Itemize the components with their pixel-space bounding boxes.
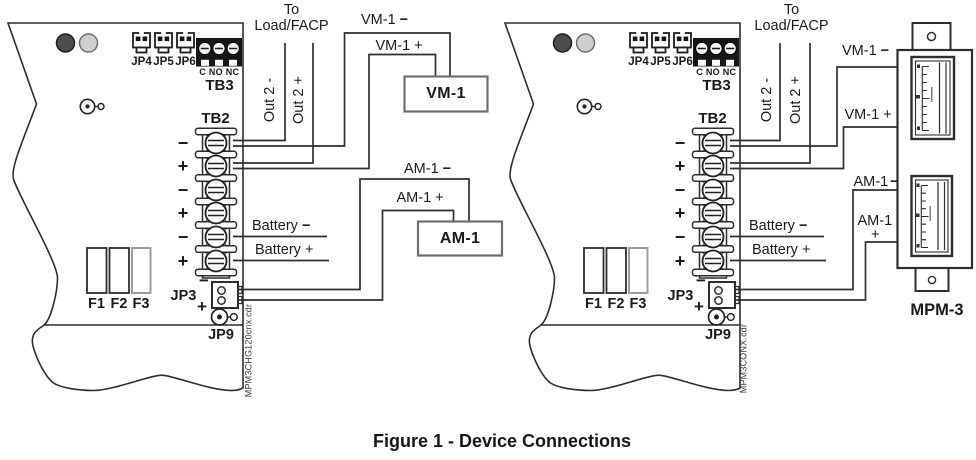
mpm3-device [896,22,974,292]
out2-plus-label: Out 2 + [788,76,804,124]
file-note: MPM3CONX.cdr [738,323,749,393]
wire-out2-minus [233,43,286,142]
to-load-line1: To [283,1,300,18]
jp3-plus: + [197,297,207,316]
am1-plus-label-line2: + [871,227,880,243]
terminal-sign: − [674,180,686,200]
mpm3-bottom-hole [927,275,937,285]
jp4-label: JP4 [628,55,649,68]
mpm3-top-hole [926,31,937,42]
jp9-label: JP9 [705,326,731,343]
wire-vm1-plus [233,53,437,170]
terminal-sign: + [177,251,189,271]
jp6-label: JP6 [672,55,693,68]
terminal-sign: − [674,227,686,247]
jp3-label: JP3 [667,287,694,304]
to-load-line2: Load/FACP [254,17,329,34]
figure-caption: Figure 1 - Device Connections [372,430,632,451]
am1-minus-label: AM-1− [853,173,899,190]
terminal-sign: + [674,251,686,271]
tb3-contacts-label: C NO NC [199,67,240,77]
ammeter [910,174,954,258]
vm1-minus-label: VM-1− [842,42,890,59]
jp5-label: JP5 [153,55,174,68]
battery-minus-label: Battery− [252,218,311,234]
am1-minus-label: AM-1− [404,161,452,177]
vm1-minus-label: VM-1− [361,11,409,28]
file-note: MPM3CHG120cnx.cdr [243,303,254,398]
f3-label: F3 [132,295,150,312]
tb3-label: TB3 [205,77,234,94]
terminal-sign: + [177,203,189,223]
jp6-label: JP6 [175,55,196,68]
wire-out2-minus [730,43,781,142]
wire-am1-minus [238,178,470,291]
wire-vm1-minus [233,32,451,147]
vm1-device-box [403,75,489,113]
jp4-label: JP4 [131,55,152,68]
voltmeter [910,55,956,141]
jp3-plus: + [694,297,704,316]
wire-vm1-plus [730,126,898,170]
am1-device-box [416,220,504,257]
terminal-sign: − [177,180,189,200]
to-load-line2: Load/FACP [754,17,829,34]
tb3-label: TB3 [702,77,731,94]
mpm3-label: MPM-3 [910,300,964,319]
out2-minus-label: Out 2 - [759,77,775,123]
wire-am1-plus [238,209,455,301]
out2-minus-label: Out 2 - [262,77,278,123]
terminal-sign: + [674,203,686,223]
terminal-sign: − [177,133,189,153]
battery-plus-label: Battery+ [752,242,811,258]
jp5-label: JP5 [650,55,671,68]
tb3-contacts-label: C NO NC [696,67,737,77]
wire-out2-plus [233,43,314,164]
vm1-plus-label: VM-1+ [844,106,892,123]
terminal-sign: − [674,133,686,153]
terminal-sign: + [674,156,686,176]
left-wires [233,32,470,301]
battery-plus-label: Battery+ [255,242,314,258]
to-load-line1: To [783,1,800,18]
jp3-minus: − [199,271,209,290]
f3-label: F3 [629,295,647,312]
tb2-label: TB2 [201,109,230,127]
jp3-minus: − [696,271,706,290]
f2-label: F2 [110,295,128,312]
wire-vm1-minus [730,66,898,147]
am1-box-label: AM-1 [439,229,481,247]
out2-plus-label: Out 2 + [291,76,307,124]
wire-out2-plus [730,43,811,164]
am1-plus-label: AM-1+ [396,189,444,206]
right-wires [730,43,898,301]
terminal-sign: + [177,156,189,176]
f1-label: F1 [88,295,105,312]
jp9-label: JP9 [208,326,234,343]
wire-am1-plus [735,241,898,301]
jp3-label: JP3 [170,287,197,304]
am1-plus-label-line1: AM-1 [857,212,893,229]
vm1-box-label: VM-1 [426,85,466,102]
vm1-plus-label: VM-1+ [375,37,423,54]
f2-label: F2 [607,295,625,312]
f1-label: F1 [585,295,602,312]
tb2-label: TB2 [698,109,727,127]
battery-minus-label: Battery− [749,218,808,234]
terminal-sign: − [177,227,189,247]
wire-am1-minus [735,189,898,291]
